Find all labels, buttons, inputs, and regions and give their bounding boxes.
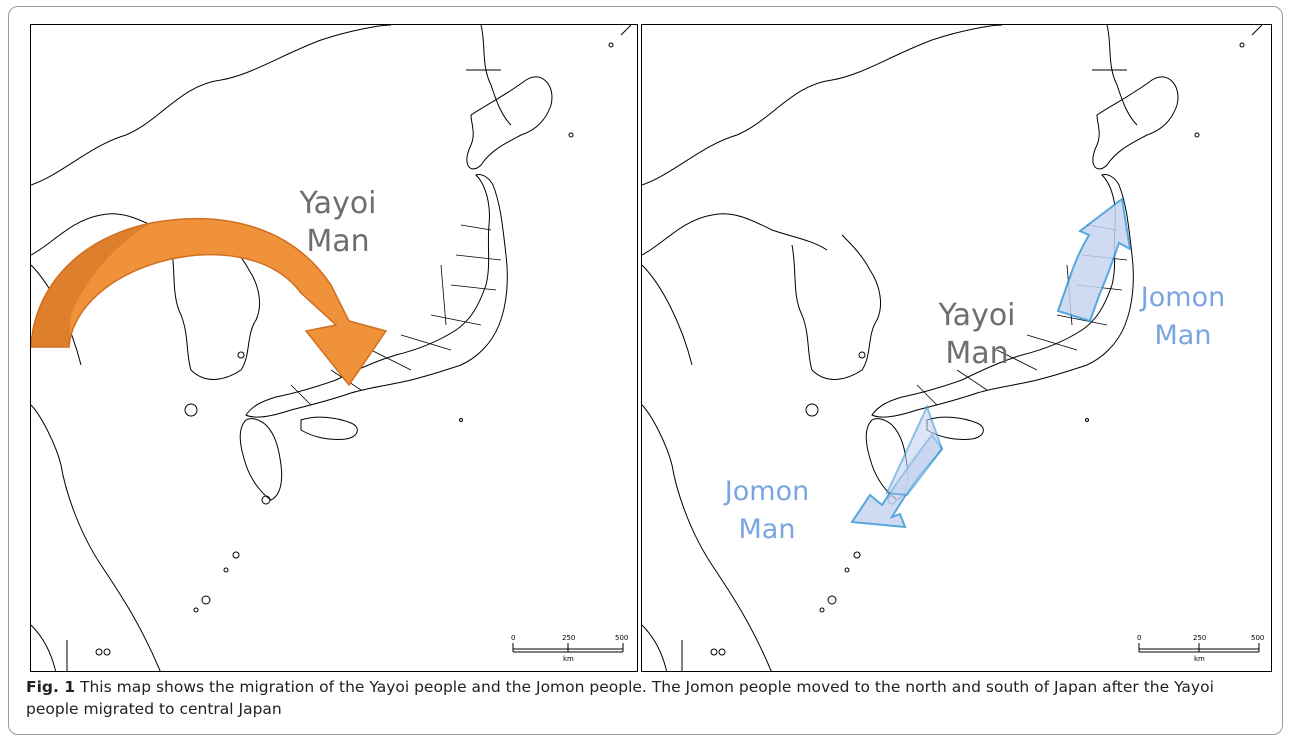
- shikoku-right: [926, 416, 984, 440]
- mainland-coast: [31, 25, 392, 186]
- scale-bar-left: 0 250 500 km: [511, 634, 628, 663]
- korea-peninsula-right: [791, 234, 881, 380]
- scale-unit: km: [563, 655, 574, 663]
- jomon-north-line2: Man: [1154, 320, 1212, 351]
- figure-caption: Fig. 1 This map shows the migration of t…: [26, 676, 1266, 720]
- scale-bar-right: 0 250 500 km: [1137, 634, 1264, 663]
- jomon-man-south-label: Jomon Man: [712, 473, 822, 549]
- hokkaido: [466, 76, 553, 170]
- sakhalin: [480, 25, 512, 126]
- scale-tick-500-right: 500: [1251, 634, 1264, 642]
- yayoi-man-label: Yayoi Man: [293, 185, 383, 261]
- scale-tick-250-right: 250: [1193, 634, 1206, 642]
- scale-unit-right: km: [1194, 655, 1205, 663]
- yayoi-right-line1: Yayoi: [938, 298, 1016, 333]
- korea-peninsula: [170, 234, 260, 380]
- scale-tick-250: 250: [562, 634, 575, 642]
- right-map-panel: 0 250 500 km Yayoi Man Jomon Man Jomon M…: [641, 24, 1272, 672]
- left-map-drawing: 0 250 500 km: [31, 25, 632, 671]
- kyushu: [239, 418, 283, 501]
- scale-tick-0-right: 0: [1137, 634, 1141, 642]
- honshu: [245, 174, 508, 418]
- caption-text: This map shows the migration of the Yayo…: [26, 678, 1214, 718]
- yayoi-right-line2: Man: [945, 336, 1009, 371]
- jomon-south-line1: Jomon: [724, 476, 810, 507]
- hokkaido-right: [1092, 76, 1179, 170]
- honshu-right: [871, 174, 1134, 418]
- yayoi-label-line1: Yayoi: [299, 186, 377, 221]
- jomon-north-line1: Jomon: [1140, 282, 1226, 313]
- jomon-south-line2: Man: [738, 514, 796, 545]
- yayoi-man-label-right: Yayoi Man: [932, 297, 1022, 373]
- jomon-north-arrow: [1056, 197, 1132, 323]
- right-map-drawing: 0 250 500 km: [642, 25, 1264, 671]
- scale-tick-500: 500: [615, 634, 628, 642]
- caption-label: Fig. 1: [26, 678, 76, 696]
- shikoku: [300, 416, 358, 440]
- jomon-man-north-label: Jomon Man: [1128, 279, 1238, 355]
- yayoi-label-line2: Man: [306, 224, 370, 259]
- left-map-panel: 0 250 500 km Yayoi Man: [30, 24, 638, 672]
- scale-tick-0: 0: [511, 634, 515, 642]
